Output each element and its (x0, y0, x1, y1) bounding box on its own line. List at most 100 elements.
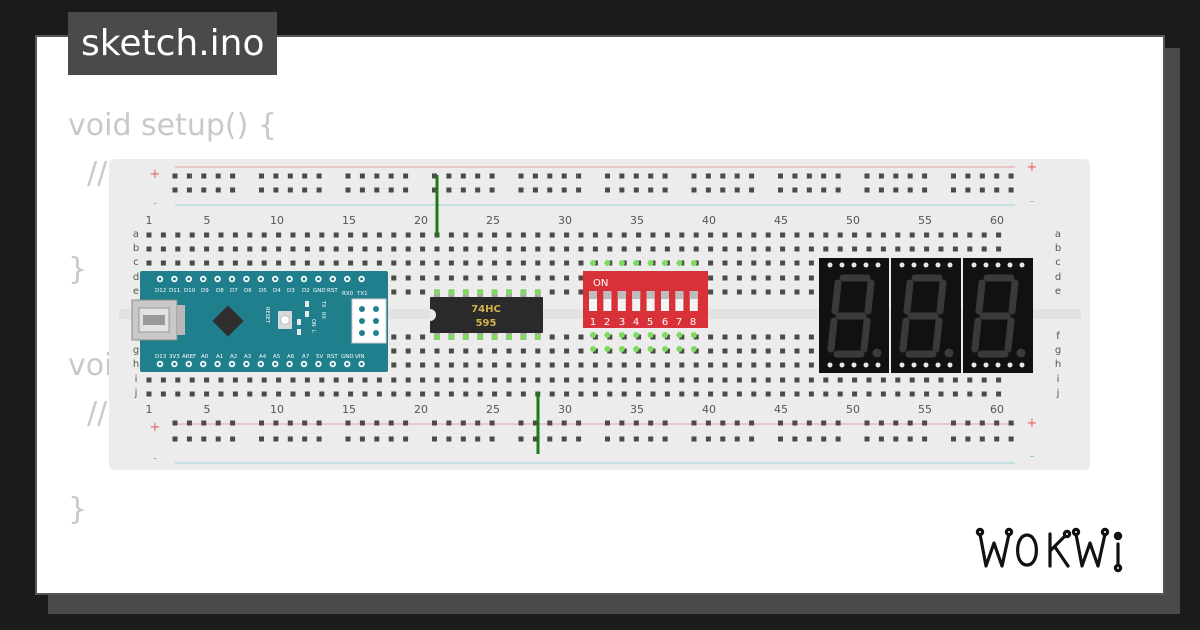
rail-hole[interactable] (302, 436, 308, 442)
breadboard-hole[interactable] (405, 362, 411, 368)
rail-hole[interactable] (778, 436, 783, 442)
rail-hole[interactable] (287, 420, 293, 426)
breadboard-hole[interactable] (852, 232, 858, 238)
breadboard-hole[interactable] (938, 246, 944, 252)
breadboard-hole[interactable] (189, 232, 195, 238)
breadboard-hole[interactable] (823, 246, 829, 252)
rail-hole[interactable] (273, 420, 279, 426)
rail-hole[interactable] (259, 187, 264, 193)
breadboard-hole[interactable] (664, 377, 670, 383)
rail-hole[interactable] (806, 436, 812, 442)
breadboard-hole[interactable] (276, 391, 282, 397)
breadboard-hole[interactable] (679, 246, 685, 252)
breadboard-hole[interactable] (448, 391, 454, 397)
breadboard-hole[interactable] (535, 362, 541, 368)
breadboard-hole[interactable] (564, 391, 570, 397)
breadboard-hole[interactable] (578, 362, 584, 368)
breadboard-hole[interactable] (420, 391, 426, 397)
breadboard-hole[interactable] (463, 362, 469, 368)
rail-hole[interactable] (446, 187, 452, 193)
rail-hole[interactable] (792, 173, 798, 179)
rail-hole[interactable] (734, 436, 740, 442)
rail-hole[interactable] (547, 436, 553, 442)
rail-hole[interactable] (576, 187, 582, 193)
rail-hole[interactable] (532, 173, 538, 179)
breadboard-hole[interactable] (290, 391, 296, 397)
breadboard-hole[interactable] (808, 391, 814, 397)
breadboard-hole[interactable] (348, 391, 354, 397)
breadboard-hole[interactable] (376, 391, 382, 397)
breadboard-hole[interactable] (866, 377, 872, 383)
rail-hole[interactable] (1008, 420, 1014, 426)
breadboard-hole[interactable] (261, 391, 267, 397)
rail-hole[interactable] (489, 420, 495, 426)
rail-hole[interactable] (359, 187, 365, 193)
rail-hole[interactable] (287, 436, 293, 442)
breadboard-hole[interactable] (693, 348, 699, 354)
rail-hole[interactable] (893, 436, 899, 442)
rail-hole[interactable] (359, 173, 365, 179)
breadboard-hole[interactable] (794, 246, 800, 252)
breadboard-hole[interactable] (463, 348, 469, 354)
rail-hole[interactable] (518, 420, 524, 426)
breadboard-hole[interactable] (549, 362, 555, 368)
breadboard-hole[interactable] (434, 260, 440, 266)
breadboard-hole[interactable] (520, 362, 526, 368)
breadboard-hole[interactable] (578, 232, 584, 238)
breadboard-hole[interactable] (520, 348, 526, 354)
seven-segment-display-group[interactable] (819, 258, 1033, 373)
breadboard-hole[interactable] (189, 391, 195, 397)
breadboard-hole[interactable] (751, 377, 757, 383)
dip-toggle[interactable] (646, 291, 655, 311)
rail-hole[interactable] (965, 420, 971, 426)
breadboard-hole[interactable] (492, 260, 498, 266)
breadboard-hole[interactable] (765, 377, 771, 383)
rail-hole[interactable] (475, 173, 481, 179)
breadboard-hole[interactable] (679, 377, 685, 383)
rail-hole[interactable] (316, 187, 322, 193)
breadboard-hole[interactable] (564, 246, 570, 252)
breadboard-hole[interactable] (636, 232, 642, 238)
breadboard-hole[interactable] (664, 334, 670, 340)
breadboard-hole[interactable] (895, 246, 901, 252)
breadboard-hole[interactable] (578, 246, 584, 252)
dip-toggle[interactable] (589, 291, 597, 311)
rail-hole[interactable] (922, 436, 928, 442)
rail-hole[interactable] (230, 436, 236, 442)
rail-hole[interactable] (460, 187, 466, 193)
breadboard-hole[interactable] (204, 246, 210, 252)
breadboard-hole[interactable] (175, 232, 181, 238)
breadboard-hole[interactable] (592, 246, 598, 252)
breadboard-hole[interactable] (578, 391, 584, 397)
breadboard-hole[interactable] (765, 348, 771, 354)
rail-hole[interactable] (705, 187, 711, 193)
breadboard-hole[interactable] (981, 232, 987, 238)
breadboard-hole[interactable] (996, 377, 1002, 383)
breadboard-hole[interactable] (794, 334, 800, 340)
breadboard-hole[interactable] (693, 334, 699, 340)
rail-hole[interactable] (951, 436, 956, 442)
breadboard-hole[interactable] (650, 377, 656, 383)
rail-hole[interactable] (979, 187, 985, 193)
rail-hole[interactable] (864, 187, 870, 193)
breadboard-hole[interactable] (506, 377, 512, 383)
breadboard-hole[interactable] (261, 246, 267, 252)
breadboard-hole[interactable] (218, 391, 224, 397)
rail-hole[interactable] (345, 173, 351, 179)
breadboard-hole[interactable] (636, 391, 642, 397)
breadboard-hole[interactable] (420, 334, 426, 340)
breadboard-hole[interactable] (405, 260, 411, 266)
breadboard-hole[interactable] (463, 391, 469, 397)
rail-hole[interactable] (532, 436, 538, 442)
rail-hole[interactable] (878, 187, 884, 193)
rail-hole[interactable] (547, 420, 553, 426)
breadboard-hole[interactable] (204, 391, 210, 397)
breadboard-hole[interactable] (261, 260, 267, 266)
breadboard-hole[interactable] (650, 391, 656, 397)
breadboard-hole[interactable] (420, 289, 426, 295)
breadboard-hole[interactable] (463, 377, 469, 383)
breadboard-hole[interactable] (794, 275, 800, 281)
rail-hole[interactable] (215, 187, 221, 193)
rail-hole[interactable] (965, 436, 971, 442)
breadboard-hole[interactable] (837, 377, 843, 383)
